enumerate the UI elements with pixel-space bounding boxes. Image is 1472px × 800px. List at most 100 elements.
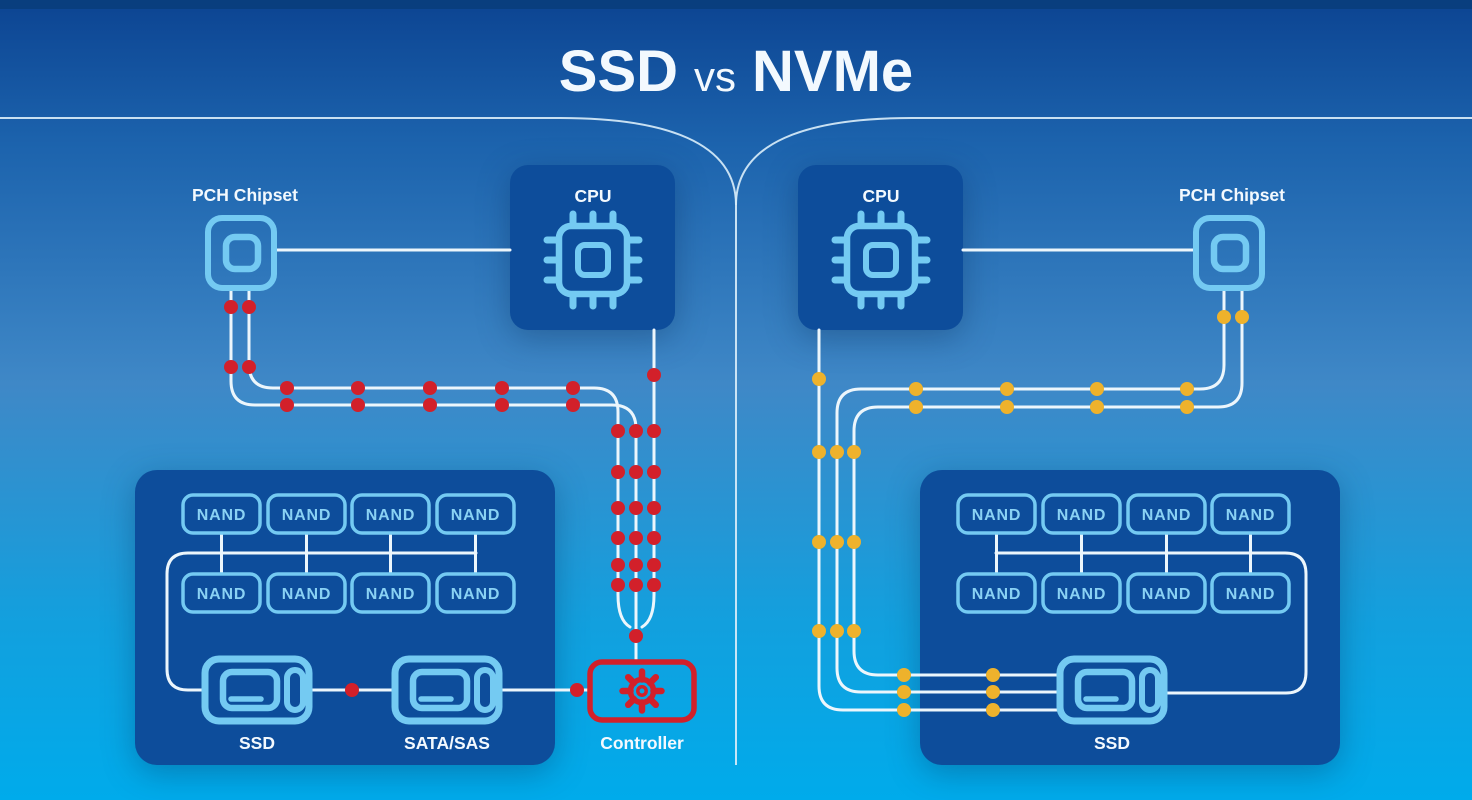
right-cpu-label: CPU <box>863 186 900 206</box>
controller-box <box>587 659 697 723</box>
data-dot <box>847 445 861 459</box>
right-trace-outer <box>852 286 1244 677</box>
nand-chip <box>181 493 262 535</box>
data-dot <box>1180 382 1194 396</box>
data-dot <box>280 398 294 412</box>
right-ssd-drive-icon <box>1056 655 1168 725</box>
nand-chip-label: NAND <box>197 586 246 603</box>
right-pch-label: PCH Chipset <box>1179 185 1285 205</box>
left-pch-label: PCH Chipset <box>192 185 298 205</box>
nand-chip-label: NAND <box>282 586 331 603</box>
nand-chip-label: NAND <box>1057 586 1106 603</box>
data-dot <box>629 501 643 515</box>
title-ssd: SSD <box>559 39 678 104</box>
data-dot <box>423 381 437 395</box>
data-dot <box>647 424 661 438</box>
data-dot <box>629 424 643 438</box>
nand-chip <box>266 572 347 614</box>
data-dot <box>909 400 923 414</box>
left-storage-card <box>135 470 555 765</box>
data-dot <box>897 685 911 699</box>
data-dot <box>647 368 661 382</box>
nand-chip-label: NAND <box>366 507 415 524</box>
data-dot <box>345 683 359 697</box>
nand-chip-label: NAND <box>197 507 246 524</box>
controller-gear-icon <box>619 668 665 714</box>
right-ssd-label: SSD <box>1094 733 1130 753</box>
divider-right-curve <box>735 117 1472 206</box>
data-dot <box>495 381 509 395</box>
nand-chip <box>1041 493 1122 535</box>
nand-chip-label: NAND <box>1142 586 1191 603</box>
data-dot <box>611 424 625 438</box>
data-dot <box>1235 310 1249 324</box>
nand-chip-label: NAND <box>1142 507 1191 524</box>
data-dot <box>986 703 1000 717</box>
right-data-dots <box>812 310 1249 717</box>
data-dot <box>570 683 584 697</box>
right-nand-bus <box>994 551 1308 695</box>
data-dot <box>812 372 826 386</box>
data-dot <box>647 501 661 515</box>
nand-chip <box>1210 572 1291 614</box>
data-dot <box>830 445 844 459</box>
right-trace-lines <box>817 248 1244 712</box>
nand-chip-label: NAND <box>1226 507 1275 524</box>
top-strip <box>0 0 1472 9</box>
right-trace-inner <box>835 286 1226 694</box>
data-dot <box>629 578 643 592</box>
data-dot <box>1180 400 1194 414</box>
data-dot <box>629 558 643 572</box>
nand-chip <box>435 493 516 535</box>
sata-sas-label: SATA/SAS <box>404 733 490 753</box>
right-nand-stubs <box>995 531 1252 576</box>
data-dot <box>611 465 625 479</box>
nand-chip-label: NAND <box>1226 586 1275 603</box>
nand-chip-label: NAND <box>451 586 500 603</box>
data-dot <box>629 531 643 545</box>
left-cpu-chip-icon <box>543 210 643 310</box>
data-dot <box>830 535 844 549</box>
left-nand-bus <box>165 551 478 692</box>
data-dot <box>423 398 437 412</box>
data-dot <box>812 445 826 459</box>
data-dot <box>242 360 256 374</box>
nand-chip-label: NAND <box>451 507 500 524</box>
nand-chip <box>350 572 431 614</box>
data-dot <box>830 624 844 638</box>
data-dot <box>986 668 1000 682</box>
nand-chip-label: NAND <box>282 507 331 524</box>
data-dot <box>611 501 625 515</box>
data-dot <box>847 624 861 638</box>
left-trace-cpu <box>640 328 656 629</box>
data-dot <box>351 381 365 395</box>
data-dot <box>242 300 256 314</box>
nand-chip-label: NAND <box>972 586 1021 603</box>
data-dot <box>611 578 625 592</box>
nand-chip <box>266 493 347 535</box>
data-dot <box>986 685 1000 699</box>
left-data-dots <box>224 300 661 697</box>
left-nand-stubs <box>220 531 477 576</box>
nand-chip <box>1126 572 1207 614</box>
divider-left-curve <box>0 117 737 765</box>
left-cpu-label: CPU <box>575 186 612 206</box>
right-pch-chipset-icon <box>1193 215 1265 291</box>
nand-chip <box>1210 493 1291 535</box>
title-vs: vs <box>694 53 736 100</box>
page-title: SSD vs NVMe <box>559 39 913 104</box>
data-dot <box>1000 382 1014 396</box>
left-trace-inner <box>247 286 632 629</box>
title-nvme: NVMe <box>752 39 913 104</box>
nand-chip <box>435 572 516 614</box>
data-dot <box>812 624 826 638</box>
right-cpu-chip-icon <box>831 210 931 310</box>
data-dot <box>1090 400 1104 414</box>
data-dot <box>847 535 861 549</box>
data-dot <box>812 535 826 549</box>
data-dot <box>566 398 580 412</box>
